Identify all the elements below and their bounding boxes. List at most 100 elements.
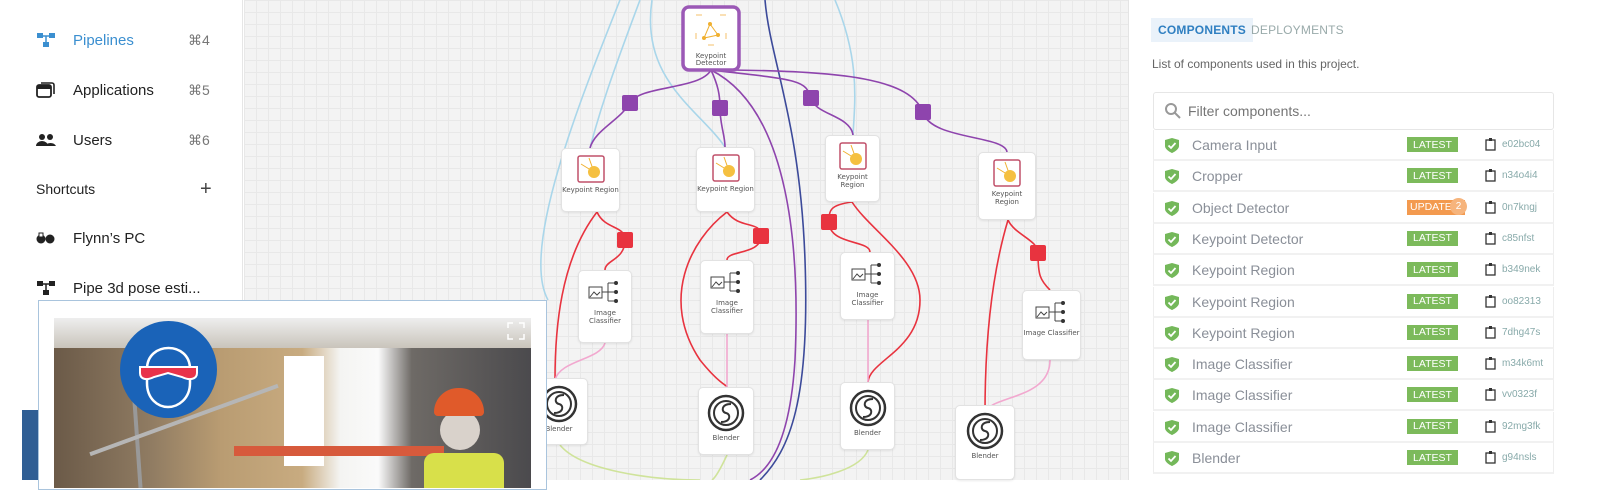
- shortcut-pipe-3d-pose[interactable]: Pipe 3d pose esti...: [36, 276, 226, 300]
- filter-components-input[interactable]: [1188, 103, 1518, 119]
- node-keypoint-region[interactable]: Keypoint Region: [825, 135, 880, 202]
- component-name: Keypoint Region: [1192, 293, 1295, 310]
- node-image-classifier[interactable]: Image Classifier: [840, 252, 895, 320]
- tab-components[interactable]: COMPONENTS: [1151, 18, 1254, 42]
- sidebar-item-applications[interactable]: Applications ⌘5: [36, 78, 226, 102]
- pipeline-graph: [540, 0, 1051, 480]
- applications-icon: [36, 80, 56, 100]
- region-icon: [576, 155, 606, 186]
- component-row[interactable]: Camera Input LATEST e02bc04: [1153, 130, 1554, 161]
- latest-badge: LATEST: [1407, 137, 1458, 152]
- sidebar-item-pipelines[interactable]: Pipelines ⌘4: [36, 28, 226, 52]
- shortcut-label: Pipe 3d pose esti...: [73, 279, 201, 297]
- classifier-icon: [1035, 301, 1069, 329]
- clipboard-icon[interactable]: [1485, 388, 1496, 406]
- clipboard-icon[interactable]: [1485, 325, 1496, 344]
- node-label: Detector: [696, 59, 727, 67]
- component-row[interactable]: Cropper LATEST n34o4i4: [1153, 161, 1554, 193]
- classifier-icon: [588, 281, 622, 309]
- search-icon: [1164, 102, 1182, 125]
- node-keypoint-region[interactable]: Keypoint Region: [978, 152, 1036, 220]
- component-hash: b349nek: [1502, 264, 1541, 276]
- latest-badge: LATEST: [1407, 356, 1458, 372]
- camera-feed-image: [54, 318, 531, 488]
- component-name: Image Classifier: [1192, 356, 1293, 373]
- component-row[interactable]: Blender LATEST g94nsls: [1153, 443, 1554, 474]
- node-blender[interactable]: Blender: [698, 387, 754, 455]
- clipboard-icon[interactable]: [1485, 231, 1496, 250]
- check-shield-icon: [1164, 200, 1180, 222]
- component-hash: n34o4i4: [1502, 170, 1538, 182]
- component-name: Image Classifier: [1192, 418, 1293, 435]
- component-row[interactable]: Image Classifier LATEST 92mg3fk: [1153, 411, 1554, 443]
- node-blender[interactable]: Blender: [840, 382, 895, 450]
- component-hash: c85nfst: [1502, 232, 1535, 244]
- component-hash: e02bc04: [1502, 139, 1541, 150]
- sidebar-item-users[interactable]: Users ⌘6: [36, 128, 226, 152]
- component-name: Keypoint Detector: [1192, 230, 1304, 247]
- component-row[interactable]: Keypoint Region LATEST b349nek: [1153, 255, 1554, 287]
- clipboard-icon[interactable]: [1485, 263, 1496, 281]
- video-preview-window[interactable]: [38, 300, 547, 490]
- filter-components-field[interactable]: [1153, 92, 1554, 130]
- pipeline-icon: [36, 278, 56, 298]
- blender-icon: [849, 389, 887, 429]
- node-label: Image Classifier: [711, 299, 743, 315]
- node-image-classifier[interactable]: Image Classifier: [1022, 290, 1081, 360]
- latest-badge: LATEST: [1407, 324, 1458, 340]
- latest-badge: LATEST: [1407, 293, 1458, 309]
- component-row[interactable]: Image Classifier LATEST m34k6mt: [1153, 349, 1554, 381]
- node-label: Image Classifier: [589, 309, 621, 325]
- component-name: Image Classifier: [1192, 387, 1293, 404]
- node-label: Blender: [545, 425, 573, 433]
- component-name: Blender: [1192, 450, 1241, 466]
- node-keypoint-region[interactable]: Keypoint Region: [696, 147, 755, 212]
- latest-badge: LATEST: [1407, 262, 1458, 278]
- classifier-icon: [851, 263, 885, 291]
- latest-badge: LATEST: [1407, 387, 1458, 403]
- node-image-classifier[interactable]: Image Classifier: [700, 260, 754, 334]
- clipboard-icon[interactable]: [1485, 419, 1496, 438]
- fullscreen-icon[interactable]: [507, 322, 525, 345]
- component-row[interactable]: Keypoint Region LATEST 7dhg47s: [1153, 317, 1554, 349]
- node-label: Image Classifier: [851, 291, 884, 307]
- shortcuts-header: Shortcuts +: [36, 177, 226, 201]
- node-label: Image Classifier: [1023, 329, 1080, 337]
- component-hash: 0n7kngj: [1502, 201, 1538, 213]
- panel-description: List of components used in this project.: [1152, 57, 1360, 71]
- shortcut-hint: ⌘6: [188, 131, 210, 148]
- background-thumbnail: [22, 410, 39, 480]
- node-image-classifier[interactable]: Image Classifier: [578, 270, 632, 343]
- clipboard-icon[interactable]: [1485, 169, 1496, 187]
- component-name: Cropper: [1192, 168, 1243, 185]
- clipboard-icon[interactable]: [1485, 357, 1496, 375]
- shortcut-hint: ⌘4: [188, 31, 210, 48]
- shortcut-flynns-pc[interactable]: Flynn’s PC: [36, 226, 226, 250]
- tab-deployments[interactable]: DEPLOYMENTS: [1251, 23, 1344, 37]
- clipboard-icon[interactable]: [1485, 294, 1496, 313]
- check-shield-icon: [1164, 387, 1180, 409]
- check-shield-icon: [1164, 262, 1180, 284]
- clipboard-icon[interactable]: [1485, 138, 1496, 156]
- node-keypoint-region[interactable]: Keypoint Region: [561, 148, 620, 212]
- safety-goggles-icon: [120, 321, 217, 418]
- check-shield-icon: [1164, 294, 1180, 316]
- node-label: Keypoint Region: [991, 190, 1023, 206]
- add-shortcut-button[interactable]: +: [200, 177, 212, 200]
- update-count: 2: [1450, 197, 1467, 215]
- clipboard-icon[interactable]: [1485, 451, 1496, 469]
- node-blender[interactable]: Blender: [955, 405, 1015, 480]
- component-row[interactable]: Keypoint Region LATEST oo82313: [1153, 286, 1554, 318]
- node-label: Blender: [971, 452, 999, 460]
- clipboard-icon[interactable]: [1485, 200, 1496, 219]
- component-row[interactable]: Image Classifier LATEST vv0323f: [1153, 380, 1554, 412]
- classifier-icon: [710, 271, 744, 299]
- component-row[interactable]: Keypoint Detector LATEST c85nfst: [1153, 223, 1554, 255]
- node-label: Keypoint: [696, 52, 727, 60]
- shortcut-hint: ⌘5: [188, 81, 210, 98]
- node-label: Blender: [712, 434, 740, 442]
- component-hash: g94nsls: [1502, 452, 1537, 463]
